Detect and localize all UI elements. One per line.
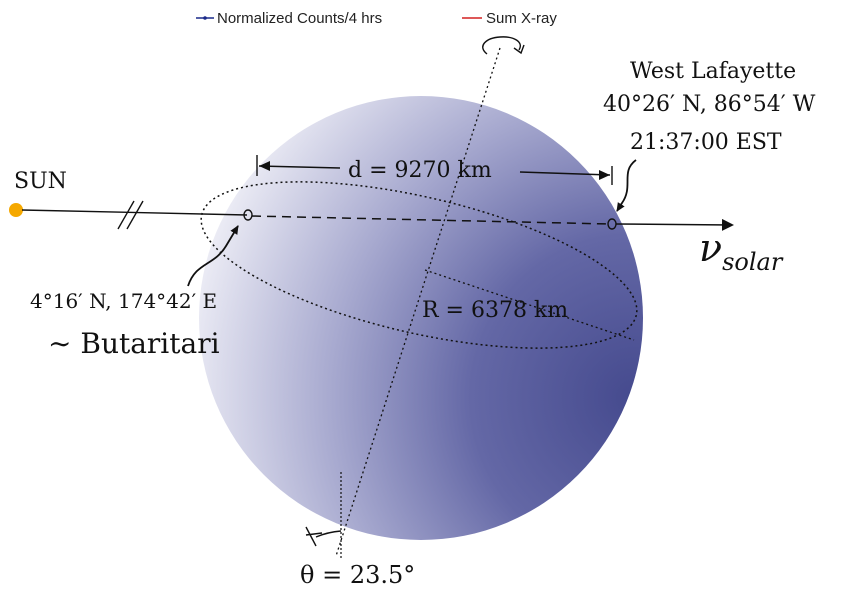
- legend-item-normalized-counts: Normalized Counts/4 hrs: [196, 10, 382, 27]
- detector-name: West Lafayette: [630, 59, 796, 84]
- neutrino-label: νsolar: [699, 226, 784, 276]
- neutrino-symbol: ν: [699, 226, 722, 270]
- detector-time: 21:37:00 EST: [630, 130, 782, 155]
- antipode-coords: 4°16′ N, 174°42′ E: [30, 289, 217, 313]
- sun-ray-line: [21, 209, 248, 216]
- sun-icon: [9, 203, 23, 217]
- tilt-angle-label: θ = 23.5°: [300, 561, 415, 589]
- legend-item-sum-xray: Sum X-ray: [462, 10, 557, 27]
- radius-line: [424, 269, 635, 341]
- tilt-angle-arc: [315, 530, 342, 538]
- entry-point-marker: [243, 209, 253, 221]
- legend-label-sum-xray: Sum X-ray: [486, 10, 557, 27]
- earth-globe: [199, 96, 643, 540]
- distance-label: d = 9270 km: [348, 158, 492, 183]
- distance-dimension: [256, 155, 613, 185]
- equatorial-ellipse: [200, 181, 638, 349]
- tilt-arc-tick-2: [305, 526, 317, 547]
- legend: Normalized Counts/4 hrs Sum X-ray: [196, 10, 557, 27]
- antipode-pointer-arrow: [187, 225, 239, 287]
- legend-label-normalized-counts: Normalized Counts/4 hrs: [217, 10, 382, 27]
- neutrino-subscript: solar: [722, 248, 784, 276]
- rotation-arrow-icon: [482, 36, 525, 55]
- antipode-name: ∼ Butaritari: [48, 327, 220, 360]
- sun-label: SUN: [14, 169, 67, 194]
- axis-break-marks: [117, 200, 144, 230]
- tilt-arc-tick: [305, 532, 323, 536]
- detector-pointer-arrow: [616, 159, 637, 212]
- rotation-axis: [335, 47, 501, 557]
- neutrino-exit-arrow: [615, 218, 734, 231]
- exit-point-marker: [607, 218, 617, 230]
- detector-coords: 40°26′ N, 86°54′ W: [603, 92, 816, 117]
- radius-label: R = 6378 km: [422, 298, 568, 323]
